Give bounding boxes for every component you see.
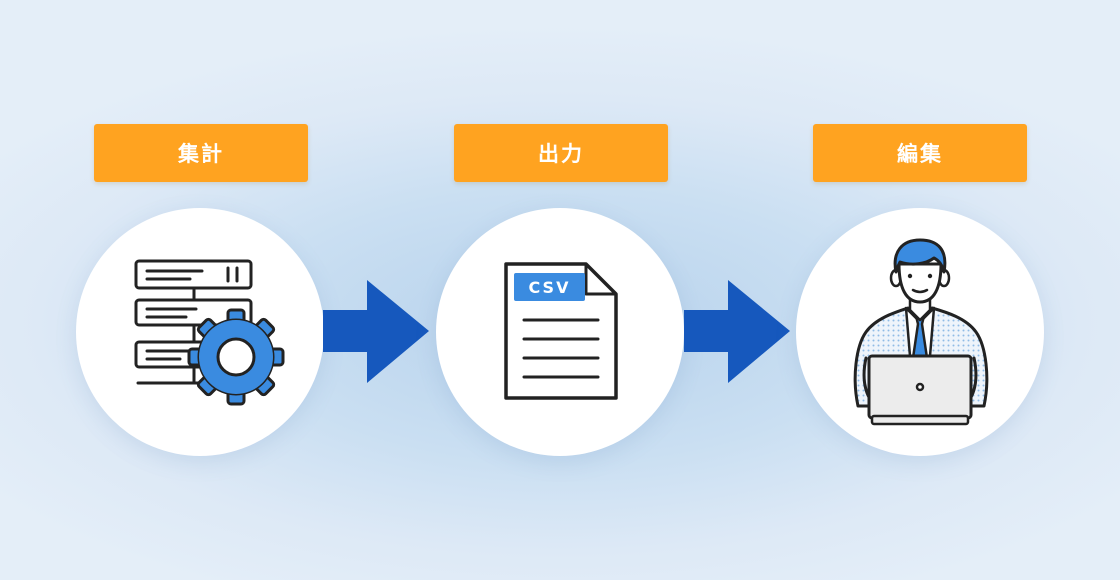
- step-label-output: 出力: [454, 124, 668, 182]
- server-gear-icon: [134, 259, 285, 406]
- step-circle-aggregate: [76, 208, 324, 456]
- step-circle-output: CSV: [436, 208, 684, 456]
- csv-document-icon: CSV: [504, 262, 618, 400]
- step-circle-edit: [796, 208, 1044, 456]
- csv-badge: [514, 273, 585, 301]
- arrow-right-icon: [684, 280, 790, 383]
- csv-badge-text: CSV: [529, 278, 571, 297]
- person-laptop-icon: [853, 238, 989, 426]
- step-label-edit: 編集: [813, 124, 1027, 182]
- gear-icon: [187, 308, 285, 406]
- step-label-aggregate: 集計: [94, 124, 308, 182]
- arrow-right-icon: [323, 280, 429, 383]
